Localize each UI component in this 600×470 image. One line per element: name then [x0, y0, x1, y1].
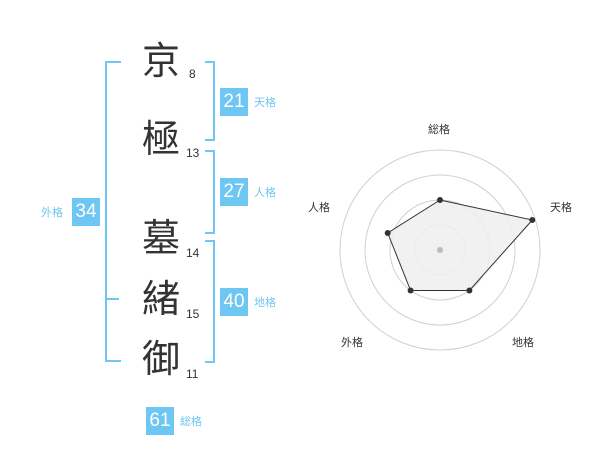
stroke-count-1: 8	[189, 67, 196, 81]
chikaku-label: 地格	[254, 296, 276, 309]
stroke-count-3: 14	[186, 246, 200, 260]
radar-chart	[339, 149, 541, 351]
jinkaku-value: 27	[220, 178, 248, 206]
soukaku-value: 61	[146, 407, 174, 435]
radar-ring	[339, 149, 541, 351]
chikaku-value: 40	[220, 288, 248, 316]
radar-axis-label-jinkaku: 人格	[308, 201, 330, 214]
radar-center-dot	[437, 247, 443, 253]
radar-point-4	[407, 287, 414, 294]
tenkaku-value: 21	[220, 88, 248, 116]
jinkaku-label: 人格	[254, 186, 276, 199]
radar-axis-label-tenkaku: 天格	[550, 201, 572, 214]
gaikaku-label: 外格	[41, 206, 63, 219]
radar-series-polygon	[387, 199, 534, 291]
radar-point-3	[466, 287, 473, 294]
gaikaku-value: 34	[72, 198, 100, 226]
name-char-5: 御	[142, 337, 181, 381]
tenkaku-label: 天格	[254, 96, 276, 109]
chikaku-bracket	[205, 240, 215, 363]
name-char-3: 墓	[142, 216, 181, 260]
name-char-4: 緒	[142, 277, 181, 321]
radar-point-2	[529, 217, 536, 223]
soukaku-label: 総格	[180, 415, 202, 428]
stroke-count-4: 15	[186, 307, 200, 321]
radar-ring	[364, 174, 516, 326]
radar-axis-label-gaikaku: 外格	[341, 336, 363, 349]
gaikaku-bracket-divider	[105, 298, 119, 300]
jinkaku-bracket	[205, 150, 215, 234]
tenkaku-bracket	[205, 61, 215, 141]
radar-point-1	[437, 197, 443, 203]
radar-axis-label-chikaku: 地格	[512, 336, 534, 349]
stroke-count-5: 11	[186, 367, 199, 381]
name-char-2: 極	[142, 117, 181, 161]
radar-axis-label-soukaku: 総格	[428, 123, 450, 136]
radar-point-5	[384, 230, 391, 236]
stroke-count-2: 13	[186, 146, 200, 160]
gaikaku-bracket	[105, 61, 121, 362]
name-char-1: 京	[142, 39, 181, 83]
